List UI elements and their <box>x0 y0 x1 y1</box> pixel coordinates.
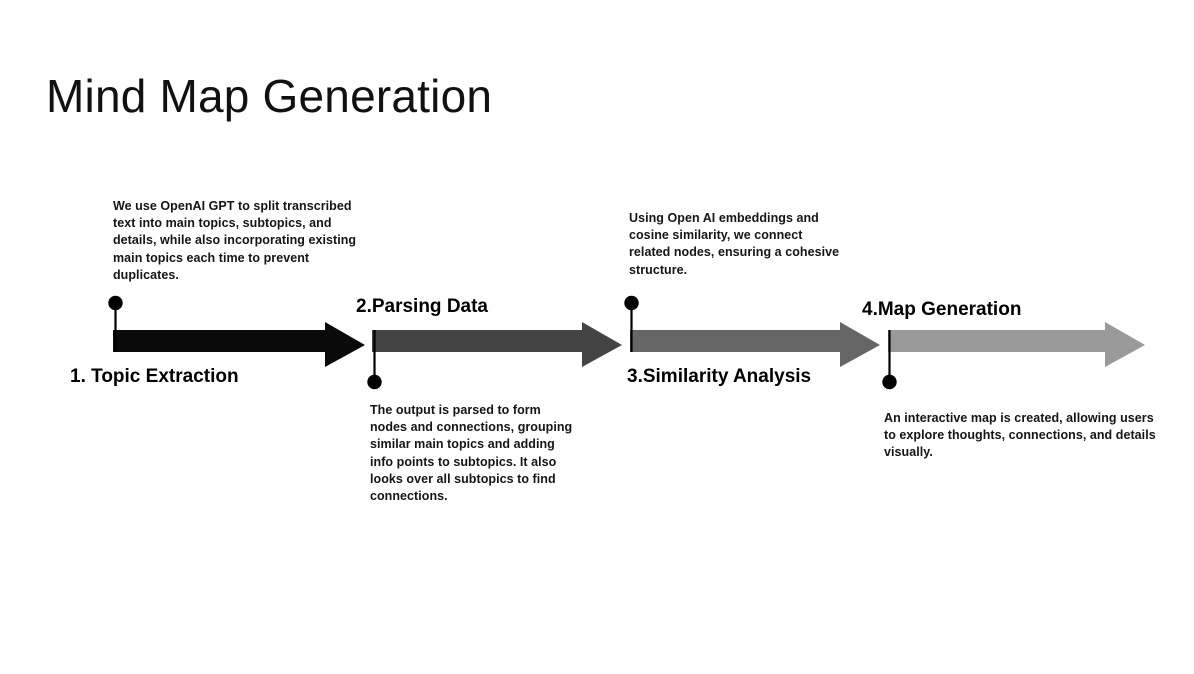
arrow-shape-1 <box>113 322 365 367</box>
step-description-4: An interactive map is created, allowing … <box>884 411 1156 460</box>
step-label-4: 4.Map Generation <box>862 299 1022 320</box>
connector-1 <box>108 295 123 352</box>
connector-3 <box>624 295 639 352</box>
connector-2 <box>367 330 382 390</box>
page-title: Mind Map Generation <box>46 70 493 122</box>
connector-dot-1 <box>108 295 123 311</box>
timeline-arrow-3 <box>630 322 880 367</box>
step-label-1: 1. Topic Extraction <box>70 366 239 387</box>
arrow-shape-4 <box>888 322 1145 367</box>
step-description-2: The output is parsed to form nodes and c… <box>370 403 573 504</box>
step-label-3: 3.Similarity Analysis <box>627 366 812 387</box>
timeline-arrow-2 <box>372 322 622 367</box>
timeline-arrow-4 <box>888 322 1145 367</box>
connector-4 <box>882 330 897 390</box>
step-description-3: Using Open AI embeddings and cosine simi… <box>629 211 840 277</box>
arrow-shape-2 <box>372 322 622 367</box>
timeline-arrow-1 <box>113 322 365 367</box>
step-description-1: We use OpenAI GPT to split transcribed t… <box>113 199 357 282</box>
step-label-2: 2.Parsing Data <box>356 296 488 317</box>
connector-dot-4 <box>882 374 897 390</box>
arrow-shape-3 <box>630 322 880 367</box>
connector-dot-2 <box>367 374 382 390</box>
connector-dot-3 <box>624 295 639 311</box>
